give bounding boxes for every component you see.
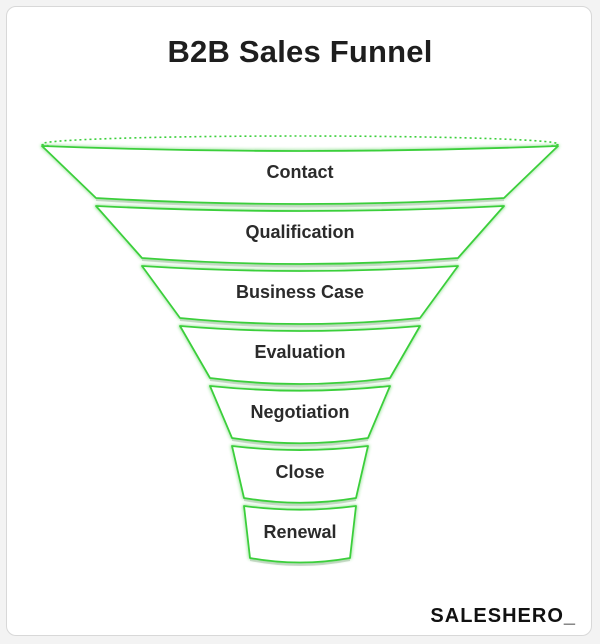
stage-label: Negotiation bbox=[251, 402, 350, 422]
stage-label: Renewal bbox=[263, 522, 336, 542]
funnel-band-6 bbox=[231, 445, 369, 504]
funnel-band-3 bbox=[141, 265, 459, 325]
stage-label: Contact bbox=[267, 162, 334, 182]
stage-label: Evaluation bbox=[254, 342, 345, 362]
diagram-title: B2B Sales Funnel bbox=[167, 34, 433, 69]
funnel-band-1 bbox=[41, 145, 559, 205]
funnel-band-2 bbox=[95, 205, 505, 265]
stage-label: Close bbox=[275, 462, 324, 482]
funnel-band-shadow bbox=[244, 498, 356, 507]
stage-label: Business Case bbox=[236, 282, 364, 302]
funnel-band-7 bbox=[243, 505, 357, 564]
funnel-rim bbox=[41, 135, 559, 153]
brand-logo: SALESHERO_ bbox=[430, 605, 576, 627]
funnel-band-shadow bbox=[250, 558, 350, 566]
funnel-band-shadow bbox=[96, 198, 504, 208]
funnel-band-4 bbox=[179, 325, 421, 385]
funnel-band-shadow bbox=[142, 258, 458, 268]
funnel-band-shadow bbox=[210, 378, 390, 388]
stage-label: Qualification bbox=[245, 222, 354, 242]
funnel-band-shadow bbox=[232, 438, 368, 447]
funnel-band-shadow bbox=[180, 318, 420, 328]
funnel-band-5 bbox=[209, 385, 391, 445]
